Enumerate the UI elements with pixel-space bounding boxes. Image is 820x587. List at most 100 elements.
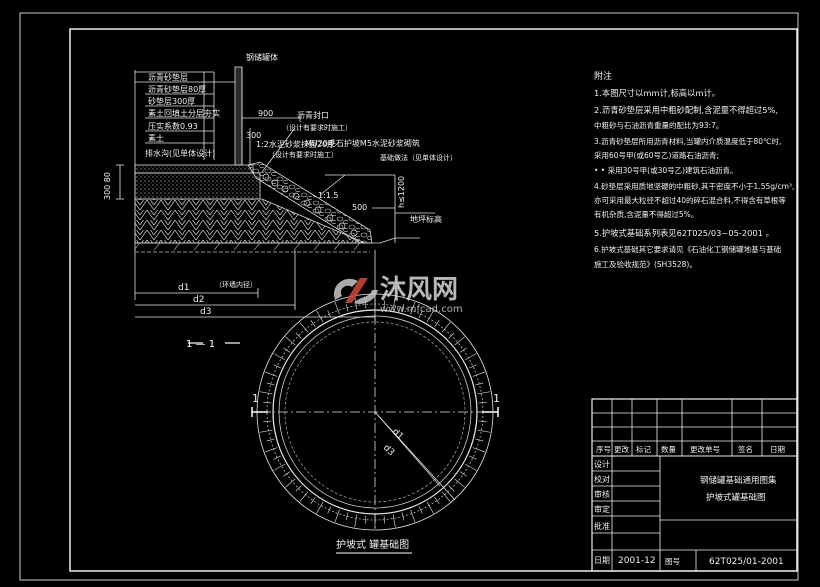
- plan-cut-left: 1: [252, 392, 259, 405]
- watermark-url: www.mfcad.com: [380, 304, 463, 315]
- note-5: 5.护坡式基础系列表见62T025/03~05-2001 。: [594, 228, 774, 238]
- slope-tick: [299, 322, 309, 333]
- slope-tick: [273, 353, 286, 361]
- plan-labels: 1 1 d1 d3 护坡式 罐基础图: [252, 392, 500, 551]
- slope-tick: [464, 463, 477, 471]
- plan-dim-d3: d3: [381, 443, 396, 458]
- slope-tick: [383, 515, 386, 524]
- cut-label: 1 — 1: [186, 339, 215, 350]
- slope-tick: [448, 485, 455, 492]
- label-mortar-note: （设计有要求时施工）: [268, 150, 338, 159]
- plan-cut-right: 1: [493, 392, 500, 405]
- slope-tick: [426, 501, 434, 514]
- slope-tick: [469, 364, 477, 369]
- label-ring: （环墙内径）: [215, 280, 257, 289]
- slope-tick: [285, 336, 296, 346]
- note-4c: 有机杂质,含泥量不得超过5%。: [594, 209, 698, 219]
- tb-col-4: 更改单号: [690, 444, 720, 454]
- slope-tick: [454, 336, 465, 346]
- label-seal-note: （设计有要求时施工）: [282, 123, 352, 132]
- plan-title: 护坡式 罐基础图: [336, 538, 409, 551]
- dim-900: 900: [258, 109, 273, 118]
- slope-tick: [263, 401, 272, 404]
- sheet-border-inner: [69, 28, 798, 572]
- slope-tick: [475, 438, 484, 442]
- mfcad-logo-icon: [334, 278, 378, 304]
- slope-tick: [364, 515, 367, 524]
- label-asphalt-thk: 沥青砂垫层80厚: [148, 84, 206, 94]
- slope-tick: [266, 438, 275, 442]
- slope-tick: [283, 347, 291, 353]
- slope-tick: [426, 310, 434, 323]
- label-drain: 排水沟(见单体设计): [145, 148, 215, 158]
- slope-tick: [464, 353, 477, 361]
- note-2: 2.沥青砂垫层采用中粗砂配制,含泥量不得超过5%,: [594, 105, 778, 115]
- slope-tick: [410, 301, 416, 315]
- slope-tick: [285, 478, 296, 488]
- slope-tick: [273, 463, 286, 471]
- dim-slope: 1:1.5: [318, 191, 339, 200]
- slope-tick: [401, 303, 405, 312]
- label-outside: 地坪标高: [410, 214, 442, 224]
- slope-tick: [316, 501, 324, 514]
- plan-view: [251, 293, 499, 531]
- slope-tick: [434, 496, 440, 504]
- slope-tick: [478, 420, 487, 423]
- slope-tick: [401, 512, 405, 521]
- note-1: 1.本图尺寸以mm计,标高以m计。: [594, 88, 720, 98]
- label-masonry-note: 基础做法（见单体设计）: [380, 153, 457, 162]
- slope-tick: [263, 420, 272, 423]
- sheet-border-outer: [19, 12, 799, 581]
- title-block-text: 序号 更改 标记 数量 更改单号 签名 日期 设计 校对 审核 审定 批准 日期…: [594, 444, 785, 567]
- note-6: 6.护坡式基础其它要求请见《石油化工钢储罐地基与基础: [594, 244, 781, 254]
- slope-tick: [264, 447, 278, 453]
- tb-date: 2001-12: [618, 556, 656, 566]
- slope-tick: [273, 455, 281, 460]
- dim-d3: d3: [200, 307, 211, 317]
- slope-tick: [299, 491, 309, 502]
- note-3: 3.沥青砂垫层所用沥青材料,当罐内介质温度低于80℃时,: [594, 136, 781, 146]
- slope-tick: [477, 429, 491, 433]
- slope-tick: [273, 364, 281, 369]
- label-mortar: 1:2水泥砂浆抹面20厚: [256, 139, 335, 149]
- slope-tick: [472, 447, 486, 453]
- slope-tick: [434, 320, 440, 328]
- slope-tick: [418, 506, 423, 514]
- slope-tick: [448, 332, 455, 339]
- label-compaction: 压实系数0.93: [148, 121, 198, 131]
- slope-tick: [266, 382, 275, 386]
- slope-tick: [383, 300, 386, 309]
- slope-tick: [264, 371, 278, 377]
- slope-tick: [392, 296, 396, 310]
- tank-wall: [234, 66, 243, 166]
- slope-tick: [392, 514, 396, 528]
- slope-tick: [295, 485, 302, 492]
- slope-tick: [345, 303, 349, 312]
- slope-tick: [327, 310, 332, 318]
- dim-d1: d1: [178, 283, 189, 293]
- label-asphalt: 沥青砂垫层: [148, 72, 188, 82]
- tb-role-date: 日期: [594, 556, 610, 565]
- asphalt-sand-layer: [134, 164, 254, 174]
- tb-drawing-title-2: 护坡式罐基础图: [706, 492, 766, 503]
- slope-tick: [334, 301, 340, 315]
- slope-tick: [478, 401, 487, 404]
- note-4b: 亦可采用最大粒径不超过40的碎石混合料,不得含有草根等: [594, 195, 786, 205]
- tb-drawing-title-1: 钢储罐基础通用图集: [700, 475, 777, 486]
- plan-dim-d1: d1: [390, 427, 405, 442]
- label-seal: 沥青封口: [297, 110, 329, 120]
- notes-title: 附注: [594, 70, 612, 82]
- slope-tick: [310, 496, 316, 504]
- tb-role-review: 审核: [594, 489, 610, 499]
- tb-col-2: 标记: [636, 444, 651, 454]
- note-3b: 采用60号甲(或60号乙)道路石油沥青;: [594, 150, 719, 160]
- slope-tick: [459, 347, 467, 353]
- dim-500: 500: [352, 203, 367, 212]
- watermark: 沐风网 www.mfcad.com: [334, 275, 463, 315]
- dim-d2: d2: [193, 295, 204, 305]
- slope-tick: [441, 491, 451, 502]
- slope-tick: [354, 514, 358, 528]
- dim-left: 300 80: [103, 172, 112, 200]
- tb-col-1: 更改: [614, 444, 629, 454]
